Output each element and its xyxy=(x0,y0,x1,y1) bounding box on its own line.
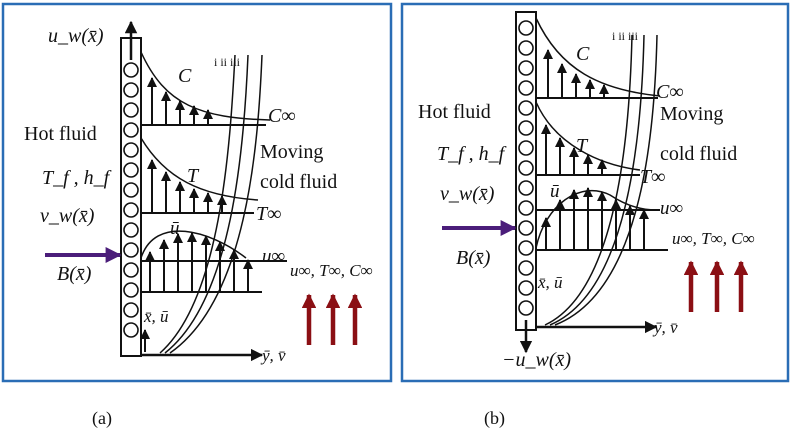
panel-a: u_w(x̄) i ii iii C C∞ Hot fluid Moving T… xyxy=(1,2,393,383)
wall-circle xyxy=(518,100,534,116)
wall-circle xyxy=(123,142,139,158)
panel-b-curve-i xyxy=(544,34,633,326)
panel-b-concentration-curve xyxy=(535,17,661,97)
panel-b-curve-iii xyxy=(554,34,658,326)
panel-a-cinf-label: C∞ xyxy=(268,105,296,127)
panel-a-curve-ii xyxy=(164,54,249,354)
wall-circle xyxy=(518,260,534,276)
panel-a-tf-hf-label: T_f , h_f xyxy=(42,167,112,189)
wall-circle xyxy=(123,202,139,218)
wall-circle xyxy=(123,122,139,138)
panel-a-curve-i xyxy=(159,54,236,354)
wall-circle xyxy=(518,280,534,296)
wall-circle xyxy=(518,300,534,316)
panel-a-wall-circles xyxy=(123,62,139,338)
panel-b-hot-fluid-label: Hot fluid xyxy=(418,101,491,123)
wall-circle xyxy=(123,162,139,178)
panel-a-y-axis-label: ȳ, v̄ xyxy=(260,346,286,365)
wall-circle xyxy=(518,60,534,76)
panel-a-c-arrows xyxy=(147,77,213,125)
wall-circle xyxy=(518,80,534,96)
panel-b-t-arrows xyxy=(541,124,607,175)
wall-circle xyxy=(518,180,534,196)
panel-b-vw-label: v_w(x̄) xyxy=(440,183,495,205)
panel-b-ubar-label: ū xyxy=(550,181,560,202)
panel-b-cinf-label: C∞ xyxy=(656,81,684,103)
panel-a-velocity-curve xyxy=(140,230,247,259)
panel-a-moving-label: Moving xyxy=(260,141,323,163)
panel-b-wall-circles xyxy=(518,20,534,316)
panel-a-curve-labels: i ii iii xyxy=(214,55,241,69)
panel-a-curve-iii xyxy=(169,54,263,354)
panel-a-u-arrows xyxy=(145,232,253,292)
panel-a-origin-label: x̄, ū xyxy=(143,307,169,326)
wall-circle xyxy=(518,220,534,236)
panel-b-c-arrows xyxy=(543,49,609,98)
panel-b-moving-label: Moving xyxy=(660,103,723,125)
wall-circle xyxy=(123,182,139,198)
panel-a-concentration-curve xyxy=(140,51,271,121)
panel-b-cold-fluid-label: cold fluid xyxy=(660,143,737,165)
panel-b-wall-velocity-label: −u_w(x̄) xyxy=(502,349,571,371)
panel-b-frame xyxy=(400,2,790,383)
panel-a-hot-fluid-label: Hot fluid xyxy=(24,123,97,145)
wall-circle xyxy=(518,40,534,56)
wall-circle xyxy=(123,302,139,318)
panel-b: i ii iii C C∞ Hot fluid Moving T cold fl… xyxy=(400,2,790,383)
panel-a-caption: (a) xyxy=(92,408,112,428)
panel-b-tinf-label: T∞ xyxy=(640,166,665,188)
panel-b-tf-hf-label: T_f , h_f xyxy=(437,143,507,165)
panel-b-uinf-label: u∞ xyxy=(660,198,683,219)
panel-b-freestream-label: u∞, T∞, C∞ xyxy=(672,229,755,248)
panel-b-curve-ii xyxy=(549,34,645,326)
panel-a-vw-label: v_w(x̄) xyxy=(40,205,95,227)
panel-b-origin-label: x̄, ū xyxy=(537,273,563,292)
panel-a-wall-velocity-label: u_w(x̄) xyxy=(48,25,104,47)
wall-circle xyxy=(123,82,139,98)
panel-a-t-label: T xyxy=(187,165,200,187)
panel-a-tinf-label: T∞ xyxy=(256,203,281,225)
panel-b-temperature-curve xyxy=(535,101,641,171)
panel-a-cold-fluid-label: cold fluid xyxy=(260,171,337,193)
wall-circle xyxy=(518,200,534,216)
panel-a-ubar-label: ū xyxy=(170,218,180,239)
panel-b-t-label: T xyxy=(576,135,589,157)
wall-circle xyxy=(123,262,139,278)
panel-b-c-label: C xyxy=(576,43,590,65)
wall-circle xyxy=(123,282,139,298)
wall-circle xyxy=(123,242,139,258)
panel-a-freestream-label: u∞, T∞, C∞ xyxy=(290,261,373,280)
panel-b-u-arrows xyxy=(541,187,649,250)
panel-a-t-arrows xyxy=(147,159,227,213)
wall-circle xyxy=(123,62,139,78)
panel-b-freestream-arrows xyxy=(683,260,749,312)
panel-a-c-label: C xyxy=(178,65,192,87)
wall-circle xyxy=(518,20,534,36)
wall-circle xyxy=(518,140,534,156)
panel-a-bx-label: B(x̄) xyxy=(57,263,92,285)
wall-circle xyxy=(123,222,139,238)
panel-a-temperature-curve xyxy=(140,137,259,201)
panel-a-freestream-arrows xyxy=(301,293,363,345)
wall-circle xyxy=(518,120,534,136)
panel-a-uinf-label: u∞ xyxy=(262,246,285,267)
panel-b-curve-labels: i ii iii xyxy=(612,29,639,43)
wall-circle xyxy=(123,102,139,118)
panel-b-y-axis-label: ȳ, v̄ xyxy=(652,318,678,337)
panel-b-caption: (b) xyxy=(484,408,505,428)
wall-circle xyxy=(518,240,534,256)
panel-a-frame xyxy=(1,2,393,383)
wall-circle xyxy=(123,322,139,338)
wall-circle xyxy=(518,160,534,176)
panel-b-bx-label: B(x̄) xyxy=(456,247,491,269)
